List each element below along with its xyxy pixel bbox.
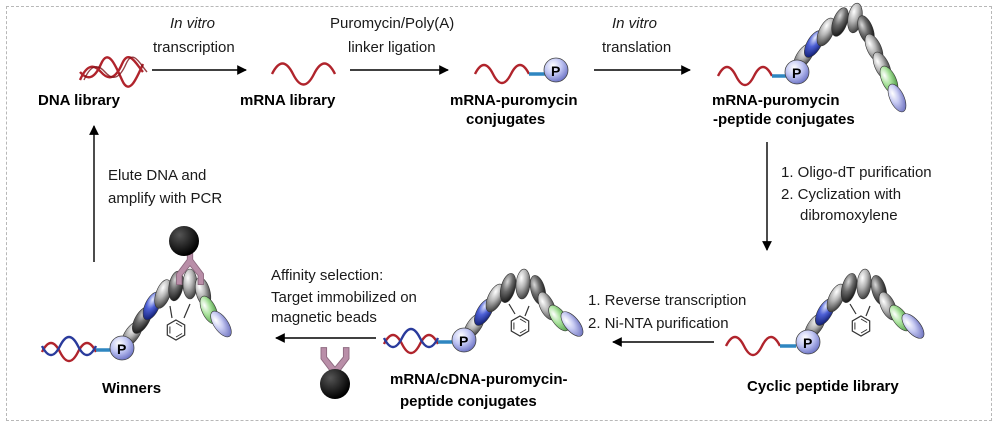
label-transcription-1: In vitro <box>170 15 215 32</box>
label-cdna-1: mRNA/cDNA-puromycin- <box>390 371 568 388</box>
label-rt-1: 1. Reverse transcription <box>588 292 746 309</box>
label-ligation-1: Puromycin/Poly(A) <box>330 15 454 32</box>
label-affinity-1: Affinity selection: <box>271 267 383 284</box>
mrna-cdna-peptide-conjugate: P <box>382 268 584 355</box>
label-mrna-puromycin-2: conjugates <box>466 111 545 128</box>
label-rt-2: 2. Ni-NTA purification <box>588 315 729 332</box>
label-transcription-2: transcription <box>153 39 235 56</box>
puromycin-label: P <box>459 333 468 349</box>
puromycin-bead <box>795 329 821 355</box>
winners-conjugate: P <box>40 226 232 363</box>
label-cyclic-library: Cyclic peptide library <box>747 378 899 395</box>
mrna-puromycin-peptide-conjugate: P <box>716 2 907 113</box>
dashed-frame <box>6 6 992 421</box>
label-elute-2: amplify with PCR <box>108 190 222 207</box>
puromycin-bead <box>543 57 569 83</box>
label-purify-1: 1. Oligo-dT purification <box>781 164 932 181</box>
label-translation-1: In vitro <box>612 15 657 32</box>
puromycin-label: P <box>792 65 801 81</box>
puromycin-label: P <box>803 335 812 351</box>
label-dna-library: DNA library <box>38 92 121 109</box>
label-affinity-2: Target immobilized on <box>271 289 417 306</box>
dna-library-helix <box>78 56 148 88</box>
label-ligation-2: linker ligation <box>348 39 436 56</box>
puromycin-bead <box>784 59 810 85</box>
label-cdna-2: peptide conjugates <box>400 393 537 410</box>
label-mrna-peptide-1: mRNA-puromycin <box>712 92 840 109</box>
magnetic-bead-icon <box>320 369 350 399</box>
target-on-bead <box>320 347 350 399</box>
label-elute-1: Elute DNA and <box>108 167 206 184</box>
label-translation-2: translation <box>602 39 671 56</box>
puromycin-label: P <box>117 341 126 357</box>
mrna-strand <box>270 62 337 86</box>
label-winners: Winners <box>102 380 161 397</box>
mrna-puromycin-conjugate: P <box>473 57 569 85</box>
label-mrna-puromycin-1: mRNA-puromycin <box>450 92 578 109</box>
puromycin-bead <box>451 327 477 353</box>
puromycin-bead <box>109 335 135 361</box>
label-purify-3: dibromoxylene <box>800 207 898 224</box>
label-mrna-peptide-2: -peptide conjugates <box>713 111 855 128</box>
magnetic-bead-icon <box>169 226 199 256</box>
label-purify-2: 2. Cyclization with <box>781 186 901 203</box>
cyclic-peptide-library: P <box>724 268 925 357</box>
label-mrna-library: mRNA library <box>240 92 336 109</box>
label-affinity-3: magnetic beads <box>271 309 377 326</box>
puromycin-label: P <box>551 63 560 79</box>
